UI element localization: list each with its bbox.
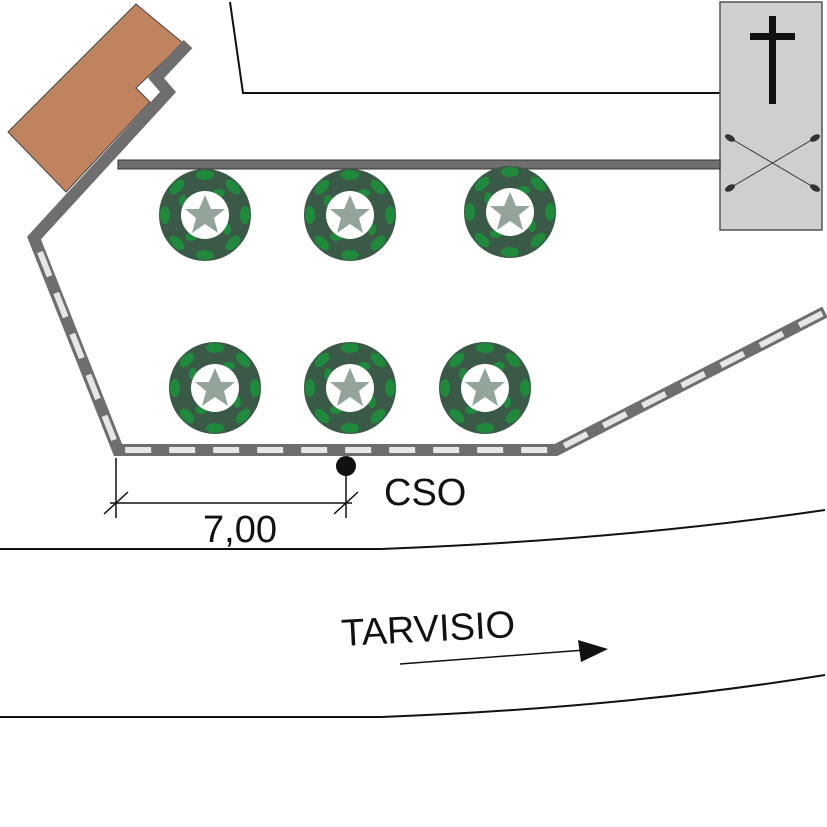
- tree-canopy-icon: [304, 342, 396, 434]
- tree-canopy-icon: [169, 342, 261, 434]
- tree-canopy-icon: [304, 169, 396, 261]
- point-label: CSO: [384, 472, 466, 514]
- property-boundary-line: [229, 1, 720, 94]
- crossed-oars-icon: [724, 134, 821, 192]
- chapel-outline: [719, 1, 823, 231]
- direction-arrow-icon: [399, 640, 608, 665]
- tree-canopy-icon: [464, 166, 556, 258]
- road-edge-lower: [0, 674, 826, 718]
- cross-icon: [750, 16, 795, 104]
- upper-wall: [117, 159, 721, 170]
- tree-canopy-icon: [439, 342, 531, 434]
- road-direction-label: TARVISIO: [340, 604, 516, 655]
- tree-canopy-icon: [159, 169, 251, 261]
- chapel: [719, 1, 823, 231]
- building-roof: [7, 3, 184, 193]
- dimension-value: 7,00: [203, 509, 277, 551]
- road-edge-upper: [0, 509, 826, 550]
- perimeter-wall: [27, 39, 827, 456]
- perimeter-fence-dashes: [37, 250, 827, 453]
- survey-point-icon: [336, 456, 356, 476]
- dimension-line: [103, 458, 359, 518]
